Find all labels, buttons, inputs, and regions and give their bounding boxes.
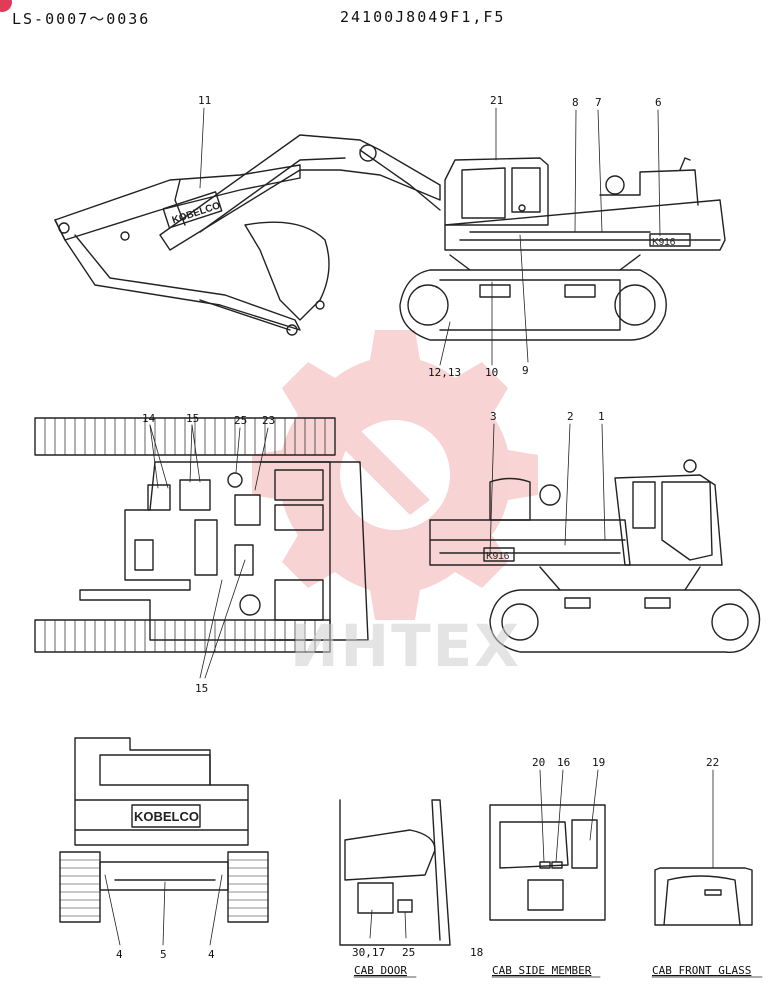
cab-right [614,474,723,566]
excavator-plan-view [34,417,369,653]
model-mark-side: K916 [652,237,676,248]
excavator-side-view: KOBELCO K916 [54,134,726,341]
callout-3: 3 [490,410,497,423]
callout-25-plan: 25 [234,414,247,427]
watermark-gear [252,330,538,620]
crawler-track-right [489,589,761,654]
callout-15-bottom: 15 [195,682,208,695]
cab-front-glass [654,867,753,926]
callout-5: 5 [160,948,167,961]
model-mark-side-right: K916 [486,551,510,562]
leaders-right [489,423,606,556]
callout-16: 16 [557,756,570,769]
drawing-code-center: 24100J8049F1,F5 [340,8,506,26]
cab-door [339,799,451,946]
arm [54,164,301,241]
callout-1: 1 [598,410,605,423]
callout-21: 21 [490,94,503,107]
caption-cab-side-member: CAB SIDE MEMBER [492,964,592,977]
leaders-side-member [539,769,599,863]
callout-labels: 11 21 8 7 6 12,13 10 9 14 15 25 23 15 3 … [116,94,719,961]
captions: CAB DOOR CAB SIDE MEMBER CAB FRONT GLASS [354,964,751,977]
callout-15-top: 15 [186,412,199,425]
cab-side-member [489,804,606,921]
drawing-code-left: LS-0007～0036 [12,10,151,28]
callout-6: 6 [655,96,662,109]
leaders-door [369,909,407,939]
watermark-text: ИНТЕХ [290,612,521,680]
upper-structure-right [429,519,631,566]
caption-cab-front-glass: CAB FRONT GLASS [652,964,751,977]
callout-9: 9 [522,364,529,377]
callout-10: 10 [485,366,498,379]
corner-badge [0,0,12,12]
callout-4-right: 4 [208,948,215,961]
callout-12-13: 12,13 [428,366,461,379]
leaders-top [199,107,661,366]
rear-logo: KOBELCO [134,809,199,824]
bucket [244,221,330,321]
callout-11: 11 [198,94,211,107]
upper-frame-plan [79,461,369,641]
callout-22: 22 [706,756,719,769]
excavator-rear-view: KOBELCO [59,737,269,923]
cab [444,157,549,226]
upper-structure [444,199,726,251]
callout-2: 2 [567,410,574,423]
callout-25-door: 25 [402,946,415,959]
callout-19: 19 [592,756,605,769]
callout-20: 20 [532,756,545,769]
callout-18: 18 [470,946,483,959]
boom [159,134,441,251]
callout-8: 8 [572,96,579,109]
callout-14: 14 [142,412,156,425]
callout-30-17: 30,17 [352,946,385,959]
callout-7: 7 [595,96,602,109]
callout-4-left: 4 [116,948,123,961]
caption-cab-door: CAB DOOR [354,964,407,977]
callout-23: 23 [262,414,275,427]
excavator-side-view-right: K916 [429,459,761,654]
leaders-plan [149,424,269,679]
leaders-rear [104,874,223,946]
crawler-track [399,269,667,341]
